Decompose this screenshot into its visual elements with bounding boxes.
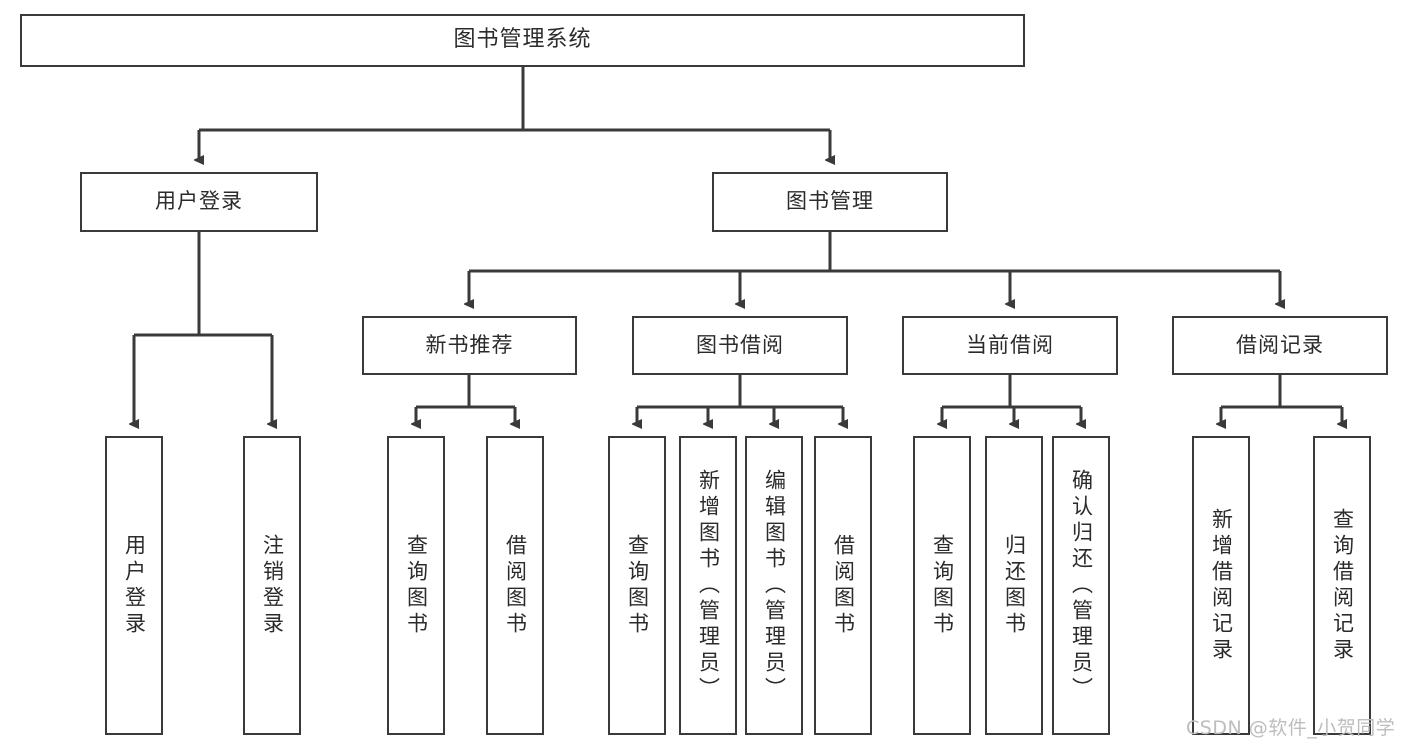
leaf-add-borrow-record[interactable]: 新增借阅记录 [1192,436,1250,735]
node-book-borrow[interactable]: 图书借阅 [632,316,848,375]
node-label: 注销登录 [260,533,285,638]
node-label: 查询借阅记录 [1330,507,1355,664]
node-new-book-recommend[interactable]: 新书推荐 [362,316,577,375]
node-label: 当前借阅 [966,332,1054,357]
node-label: 用户登录 [155,189,243,214]
node-label: 新书推荐 [425,332,514,357]
node-label: 查询图书 [625,533,650,638]
node-label: 新增图书（管理员） [696,468,721,703]
leaf-borrow-books-2[interactable]: 借阅图书 [814,436,872,735]
leaf-query-books-3[interactable]: 查询图书 [913,436,971,735]
node-current-borrow[interactable]: 当前借阅 [902,316,1118,375]
leaf-query-borrow-record[interactable]: 查询借阅记录 [1313,436,1371,735]
node-label: 图书管理系统 [453,27,592,53]
node-label: 新增借阅记录 [1209,507,1234,664]
leaf-logout[interactable]: 注销登录 [243,436,301,735]
leaf-query-books-1[interactable]: 查询图书 [387,436,445,735]
leaf-edit-book-admin[interactable]: 编辑图书（管理员） [745,436,803,735]
node-label: 借阅图书 [831,533,856,638]
node-label: 用户登录 [122,533,147,638]
leaf-user-login[interactable]: 用户登录 [105,436,163,735]
node-label: 图书管理 [786,189,874,214]
leaf-add-book-admin[interactable]: 新增图书（管理员） [679,436,737,735]
leaf-confirm-return-admin[interactable]: 确认归还（管理员） [1052,436,1110,735]
leaf-query-books-2[interactable]: 查询图书 [608,436,666,735]
node-book-management[interactable]: 图书管理 [712,172,948,232]
node-label: 图书借阅 [696,332,784,357]
node-label: 借阅图书 [503,533,528,638]
node-user-login[interactable]: 用户登录 [80,172,318,232]
node-borrow-record[interactable]: 借阅记录 [1172,316,1388,375]
node-root[interactable]: 图书管理系统 [20,14,1025,67]
node-label: 编辑图书（管理员） [762,468,787,703]
node-label: 确认归还（管理员） [1069,468,1094,703]
node-label: 查询图书 [930,533,955,638]
node-label: 归还图书 [1002,533,1027,638]
node-label: 借阅记录 [1236,332,1324,357]
leaf-borrow-books-1[interactable]: 借阅图书 [486,436,544,735]
node-label: 查询图书 [404,533,429,638]
leaf-return-books[interactable]: 归还图书 [985,436,1043,735]
